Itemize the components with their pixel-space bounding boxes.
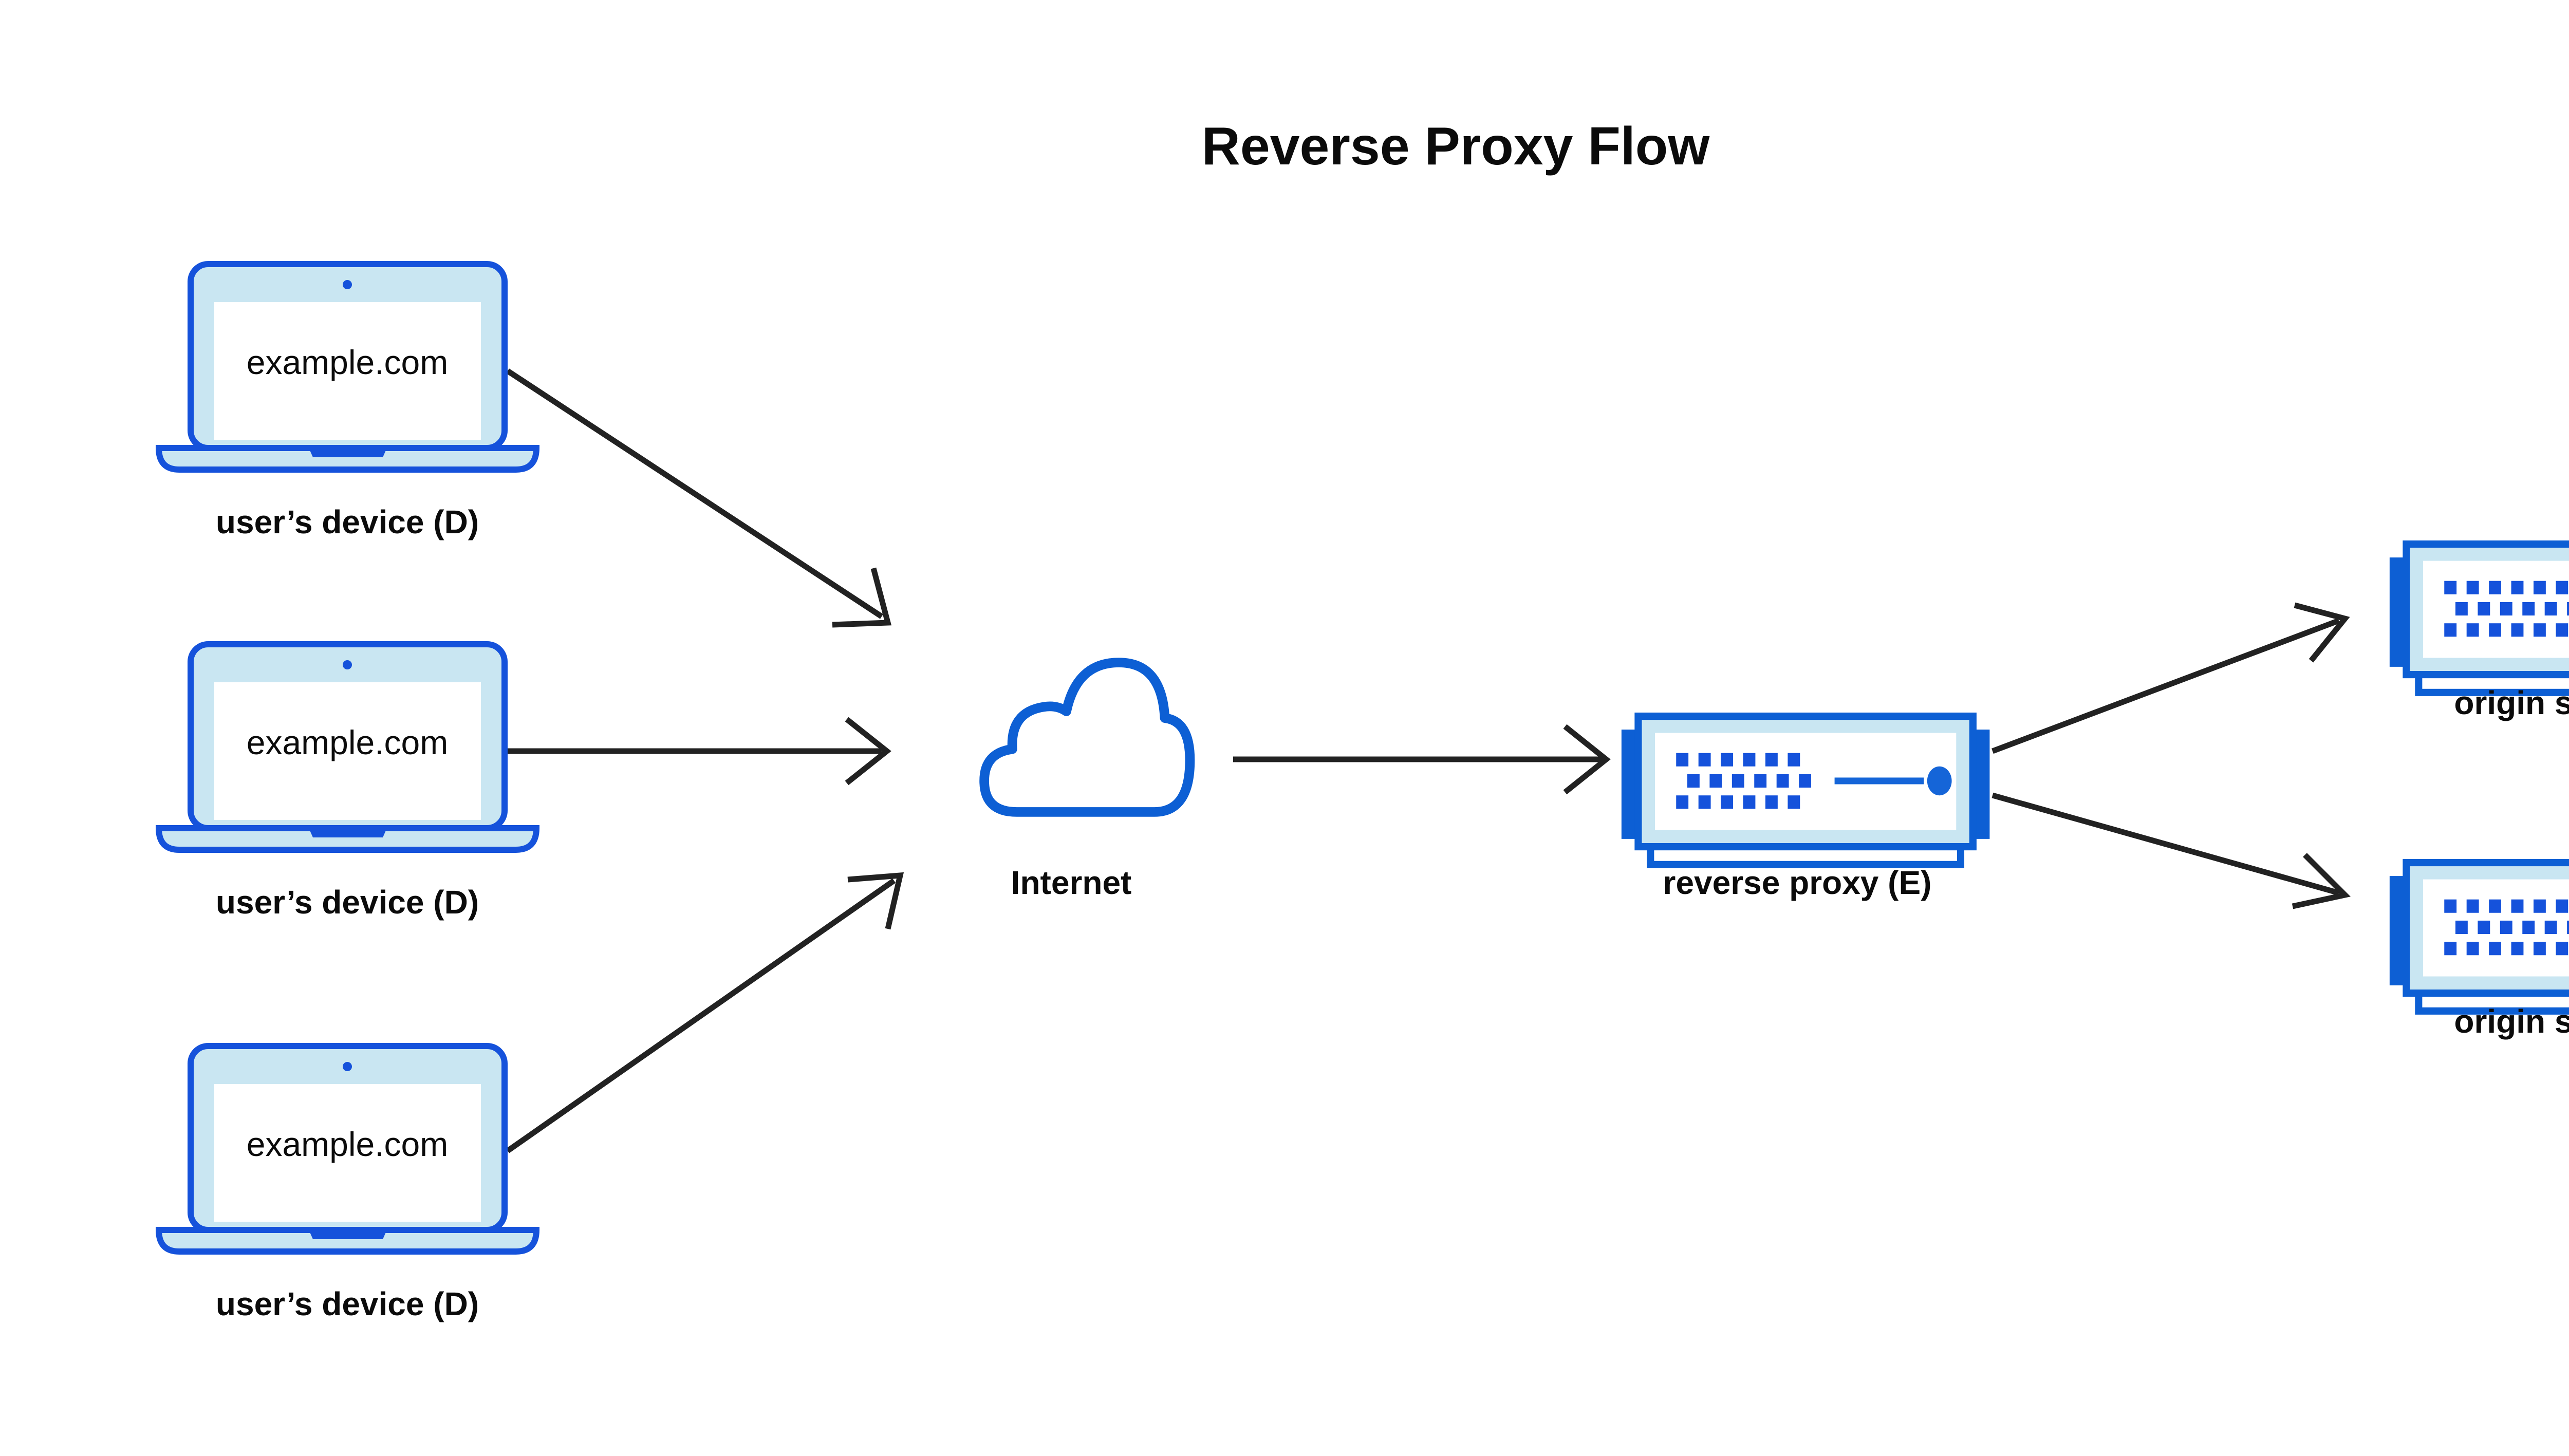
reverse-proxy-label: reverse proxy (E) — [1663, 864, 1932, 901]
node-device-1[interactable]: example.com user’s device (D) — [159, 264, 536, 540]
origin-server-label: origin server (F) — [2454, 684, 2569, 721]
edge-device2-cloud — [508, 717, 891, 786]
edge-device3-cloud — [506, 872, 904, 1153]
node-device-3[interactable]: example.com user’s device (D) — [159, 1046, 536, 1322]
edge-proxy-origin1 — [1991, 602, 2350, 754]
cloud-label: Internet — [1011, 864, 1132, 901]
node-origin-1[interactable]: origin server (F) — [2390, 544, 2569, 721]
flow-arrows — [506, 368, 2351, 1153]
node-internet-cloud[interactable]: Internet — [984, 663, 1190, 901]
origin-server-label: origin server (F) — [2454, 1003, 2569, 1040]
device-screen-text: example.com — [247, 723, 449, 761]
device-label: user’s device (D) — [216, 503, 479, 540]
edge-cloud-proxy — [1233, 724, 1611, 795]
page-title: Reverse Proxy Flow — [1202, 117, 1710, 176]
edge-proxy-origin2 — [1991, 792, 2351, 909]
device-label: user’s device (D) — [216, 884, 479, 921]
server-icon — [2390, 863, 2569, 1011]
node-reverse-proxy[interactable]: reverse proxy (E) — [1622, 716, 1990, 901]
node-device-2[interactable]: example.com user’s device (D) — [159, 644, 536, 921]
device-screen-text: example.com — [247, 343, 449, 381]
server-icon — [2390, 544, 2569, 693]
node-origin-2[interactable]: origin server (F) — [2390, 863, 2569, 1040]
device-screen-text: example.com — [247, 1125, 449, 1163]
server-icon — [1622, 716, 1990, 865]
edge-device1-cloud — [506, 368, 892, 628]
device-label: user’s device (D) — [216, 1285, 479, 1322]
